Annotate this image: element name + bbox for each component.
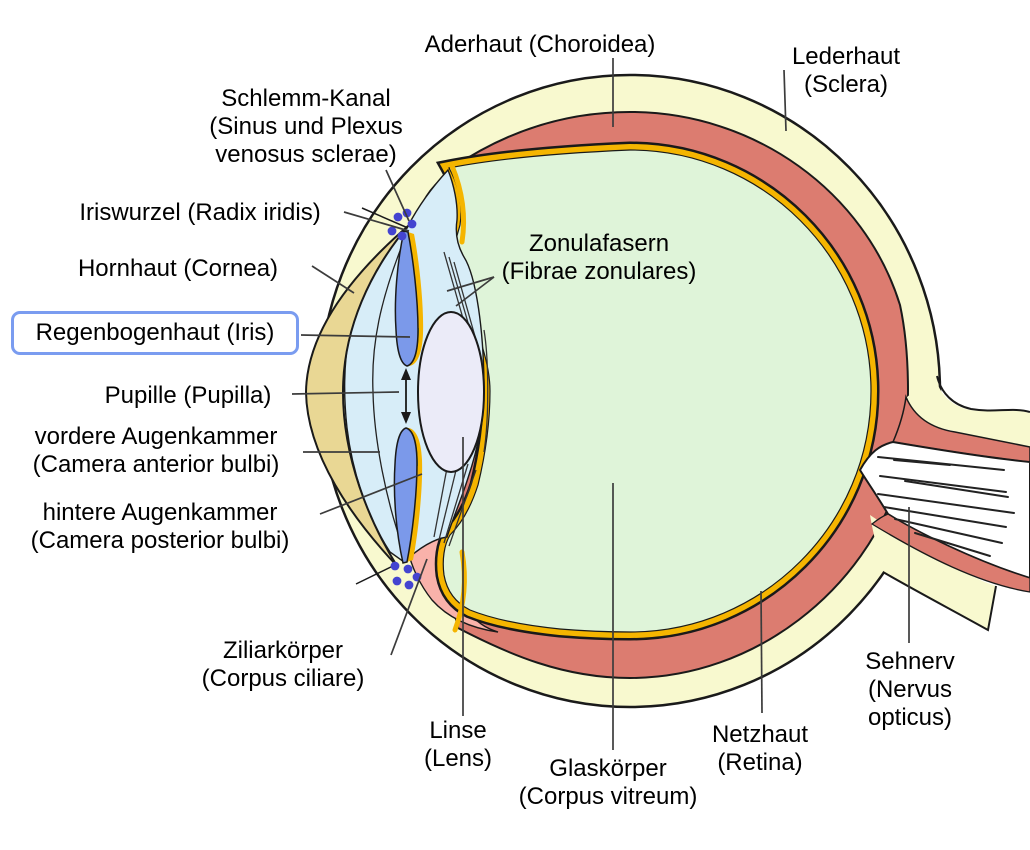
leader-lines: [291, 58, 910, 750]
leader-regenbogenhaut: [300, 334, 411, 338]
iris-shape-upper: [394, 230, 419, 367]
label-hintere-augenkammer[interactable]: hintere Augenkammer (Camera posterior bu…: [30, 499, 290, 554]
label-sehnerv[interactable]: Sehnerv (Nervus opticus): [865, 648, 955, 731]
label-linse[interactable]: Linse (Lens): [423, 717, 493, 772]
limbus-junction-lines: [355, 207, 409, 585]
nerve-sheath-bottom-choroid: [870, 513, 1030, 593]
lens-shape: [417, 311, 485, 473]
label-aderhaut[interactable]: Aderhaut (Choroidea): [424, 31, 656, 58]
label-regenbogenhaut: Regenbogenhaut (Iris): [35, 319, 275, 346]
nerve-sheath-top-sclera: [905, 379, 1030, 447]
nerve-fiber-lines: [877, 456, 1015, 557]
leader-hornhaut: [311, 265, 355, 294]
leader-schlemm: [385, 169, 410, 222]
leader-iriswurzel: [343, 211, 410, 232]
pupil-arrow: [401, 368, 411, 424]
label-schlemm-kanal[interactable]: Schlemm-Kanal (Sinus und Plexus venosus …: [209, 85, 403, 168]
iris-lower: [393, 427, 423, 564]
leader-hintere: [319, 473, 423, 515]
label-zonulafasern[interactable]: Zonulafasern (Fibrae zonulares): [501, 230, 697, 285]
leader-ziliarkoerper: [390, 558, 428, 656]
label-vordere-augenkammer[interactable]: vordere Augenkammer (Camera anterior bul…: [32, 423, 280, 478]
label-lederhaut[interactable]: Lederhaut (Sclera): [791, 43, 901, 98]
leader-pupille: [291, 391, 400, 395]
iris-shape-lower: [393, 427, 418, 564]
label-regenbogenhaut-highlight[interactable]: Regenbogenhaut (Iris): [11, 311, 299, 355]
leader-zonulafasern-2: [455, 276, 495, 307]
iris-pigment-upper: [407, 232, 424, 367]
label-glaskoerper[interactable]: Glaskörper (Corpus vitreum): [518, 755, 698, 810]
label-hornhaut[interactable]: Hornhaut (Cornea): [77, 255, 279, 282]
optic-nerve-assembly: [858, 375, 1030, 632]
iris-pigment-lower: [406, 427, 423, 562]
nerve-sheath-bottom-sclera: [870, 515, 996, 630]
label-iriswurzel[interactable]: Iriswurzel (Radix iridis): [79, 199, 321, 226]
retina-and-vitreous: [434, 141, 880, 641]
label-pupille[interactable]: Pupille (Pupilla): [104, 382, 272, 409]
leader-lederhaut: [783, 69, 787, 132]
leader-netzhaut: [760, 590, 763, 714]
optic-nerve-shape: [858, 440, 1030, 580]
label-netzhaut[interactable]: Netzhaut (Retina): [711, 721, 809, 776]
iris-upper: [394, 230, 424, 367]
leader-zonulafasern-1: [446, 276, 495, 292]
label-ziliarkoerper[interactable]: Ziliarkörper (Corpus ciliare): [201, 637, 365, 692]
schlemm-canal-dots: [387, 208, 422, 590]
